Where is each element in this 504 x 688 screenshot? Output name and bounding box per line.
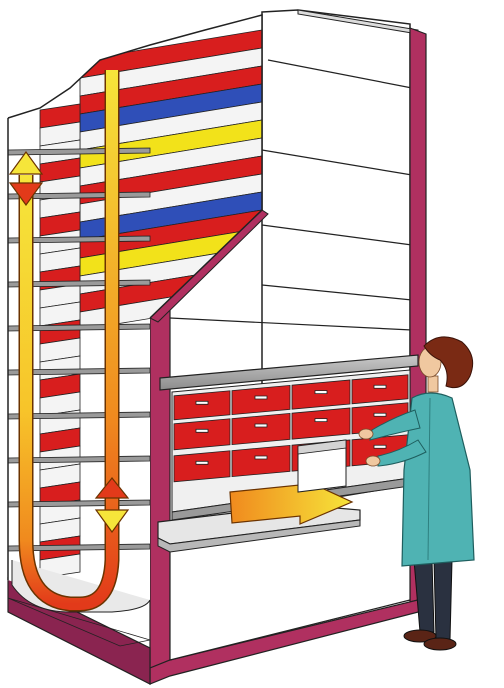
access-tray <box>352 375 408 404</box>
tray-handle <box>255 396 267 399</box>
access-tray <box>174 419 230 450</box>
tray-handle <box>255 456 267 459</box>
tray-handle <box>196 461 208 464</box>
tray-handle <box>374 385 386 388</box>
tray-handle <box>196 401 208 404</box>
tray-handle <box>315 419 327 422</box>
tray-handle <box>315 391 327 394</box>
access-tray <box>232 385 290 414</box>
tray-handle <box>374 445 386 448</box>
access-tray <box>174 451 230 482</box>
access-tray <box>292 408 350 439</box>
access-tray <box>174 391 230 420</box>
access-tray <box>232 413 290 444</box>
tray-handle <box>196 429 208 432</box>
access-tray <box>292 380 350 409</box>
access-tray <box>232 445 290 476</box>
tray-handle <box>374 413 386 416</box>
tray-handle <box>255 424 267 427</box>
